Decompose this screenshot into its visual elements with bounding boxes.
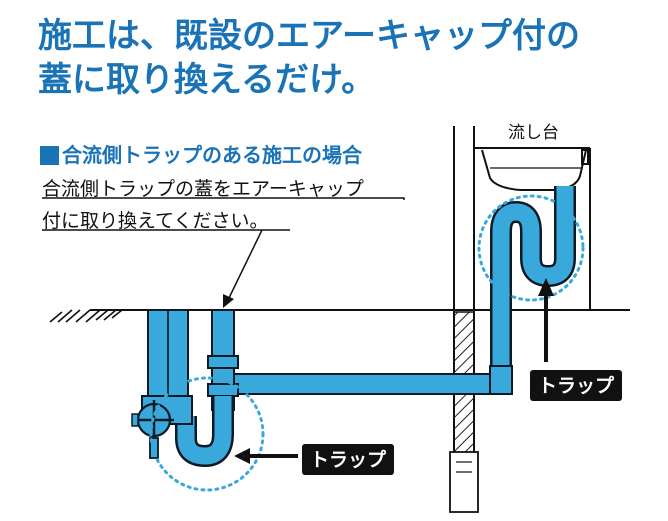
sink-trap-pipe xyxy=(489,186,576,395)
soil-hatching xyxy=(49,309,123,323)
highlight-circle-junction-trap xyxy=(149,376,265,492)
highlight-circle-sink-trap xyxy=(477,194,585,302)
horizontal-drain-pipe xyxy=(221,373,509,395)
trap-label-sink: トラップ xyxy=(530,370,623,401)
headline: 施工は、既設のエアーキャップ付の 蓋に取り換えるだけ。 xyxy=(38,14,648,102)
note-line-1: 合流側トラップの蓋をエアーキャップ xyxy=(42,178,364,200)
vertical-drain-pipes xyxy=(147,309,239,411)
headline-line-2: 蓋に取り換えるだけ。 xyxy=(38,60,376,100)
square-bullet-icon xyxy=(40,146,59,165)
section-title-text: 合流側トラップのある施工の場合 xyxy=(62,143,362,167)
note-underline xyxy=(42,197,405,231)
note-line-2: 付に取り換えてください。 xyxy=(42,210,269,232)
leader-line xyxy=(223,229,263,308)
headline-line-1: 施工は、既設のエアーキャップ付の xyxy=(38,16,580,56)
arrow-sink-trap xyxy=(538,278,554,362)
wall-column xyxy=(449,126,479,513)
sink-cabinet xyxy=(474,147,591,310)
arrow-junction-trap xyxy=(234,448,298,464)
trap-label-junction: トラップ xyxy=(302,444,395,475)
section-title: 合流側トラップのある施工の場合 xyxy=(40,139,362,168)
sink-label: 流し台 xyxy=(508,123,559,143)
